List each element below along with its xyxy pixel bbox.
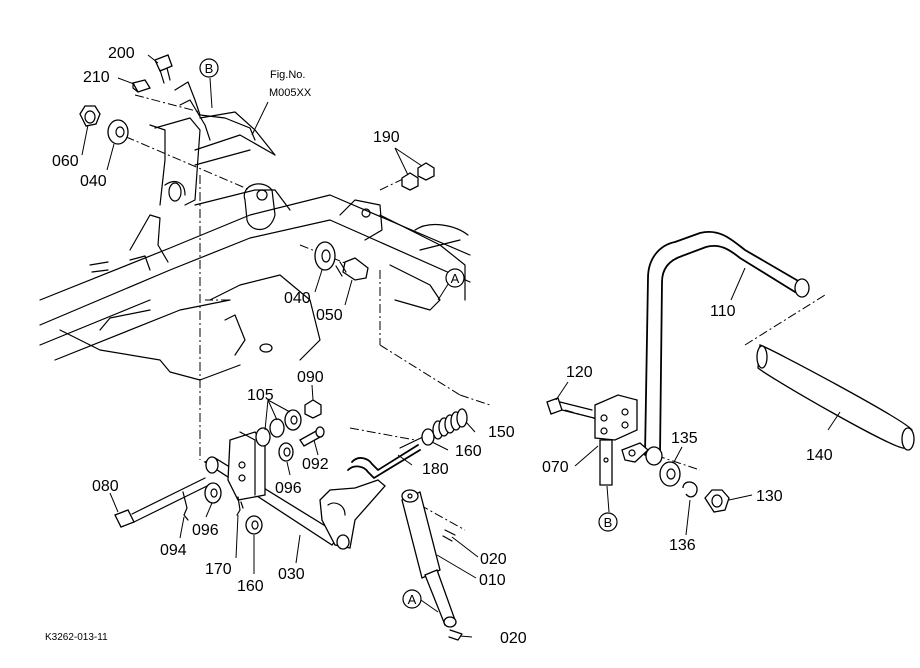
- part-label-180: 180: [422, 461, 449, 478]
- pin-094: [182, 491, 189, 521]
- part-label-150: 150: [488, 424, 515, 441]
- clip-020-mid: [442, 529, 456, 542]
- part-label-140: 140: [806, 447, 833, 464]
- gas-strut-010: [401, 489, 457, 628]
- part-label-110: 110: [710, 303, 736, 320]
- part-label-020-bottom: 020: [500, 630, 527, 647]
- part-label-090: 090: [297, 369, 324, 386]
- washer-040-top: [107, 119, 129, 145]
- callout-b-top: B: [199, 58, 219, 78]
- pipe-140: [756, 344, 915, 451]
- callout-a-right-label: A: [451, 271, 460, 286]
- part-label-120: 120: [566, 364, 593, 381]
- bolt-050: [335, 257, 369, 281]
- washer-135: [659, 461, 681, 487]
- part-label-160-left: 160: [237, 578, 264, 595]
- plate-070: [594, 394, 638, 486]
- pin-170: [236, 496, 244, 516]
- nut-130: [704, 489, 730, 513]
- part-label-070: 070: [542, 459, 569, 476]
- part-label-080: 080: [92, 478, 119, 495]
- nut-060: [79, 105, 101, 127]
- fig-no-value: M005XX: [269, 87, 312, 99]
- alignment-lines: [109, 94, 826, 531]
- part-label-160-right: 160: [455, 443, 482, 460]
- leader-lines: [81, 54, 841, 638]
- callout-a-bottom: A: [402, 589, 422, 609]
- part-label-105: 105: [247, 387, 274, 404]
- washer-096-left: [204, 482, 222, 504]
- part-label-094: 094: [160, 542, 187, 559]
- part-label-096-right: 096: [275, 480, 302, 497]
- washer-040-mid: [314, 241, 336, 271]
- callout-b-top-label: B: [205, 61, 214, 76]
- part-label-190: 190: [373, 129, 400, 146]
- part-label-136: 136: [669, 537, 696, 554]
- callout-b-bottom-label: B: [604, 515, 613, 530]
- drawing-code: K3262-013-11: [45, 632, 108, 643]
- lug: [621, 442, 649, 463]
- callout-a-bottom-label: A: [408, 592, 417, 607]
- part-label-130: 130: [756, 488, 783, 505]
- part-label-040-mid: 040: [284, 290, 311, 307]
- callout-b-bottom: B: [598, 512, 618, 532]
- bolt-200: [154, 54, 173, 84]
- callout-a-right: A: [445, 268, 465, 288]
- nuts-190: [401, 162, 435, 191]
- nut-090: [304, 399, 322, 419]
- part-label-050: 050: [316, 307, 343, 324]
- fig-no-label: Fig.No.: [270, 69, 305, 81]
- shaft-030: [203, 431, 386, 550]
- part-label-020-mid: 020: [480, 551, 507, 568]
- bolt-080: [114, 477, 208, 528]
- bolt-120: [546, 397, 595, 419]
- part-label-210: 210: [83, 69, 110, 86]
- washer-160-right: [421, 428, 435, 446]
- nut-210: [132, 79, 151, 93]
- washer-136: [682, 481, 698, 498]
- part-label-030: 030: [278, 566, 305, 583]
- spring-150: [432, 408, 468, 440]
- part-label-092: 092: [302, 456, 329, 473]
- handle-bar-110: [644, 230, 810, 466]
- part-label-135: 135: [671, 430, 698, 447]
- part-label-200: 200: [108, 45, 135, 62]
- part-label-060: 060: [52, 153, 79, 170]
- clip-020-bottom: [448, 629, 463, 641]
- part-label-040-top: 040: [80, 173, 107, 190]
- rod-180: [347, 435, 426, 479]
- part-label-096-left: 096: [192, 522, 219, 539]
- pin-092: [299, 426, 325, 447]
- washer-096-right: [278, 442, 294, 462]
- washers-105: [255, 409, 302, 447]
- part-label-010: 010: [479, 572, 506, 589]
- frame-structure: [39, 81, 471, 381]
- washer-160-left: [245, 515, 263, 535]
- part-label-170: 170: [205, 561, 232, 578]
